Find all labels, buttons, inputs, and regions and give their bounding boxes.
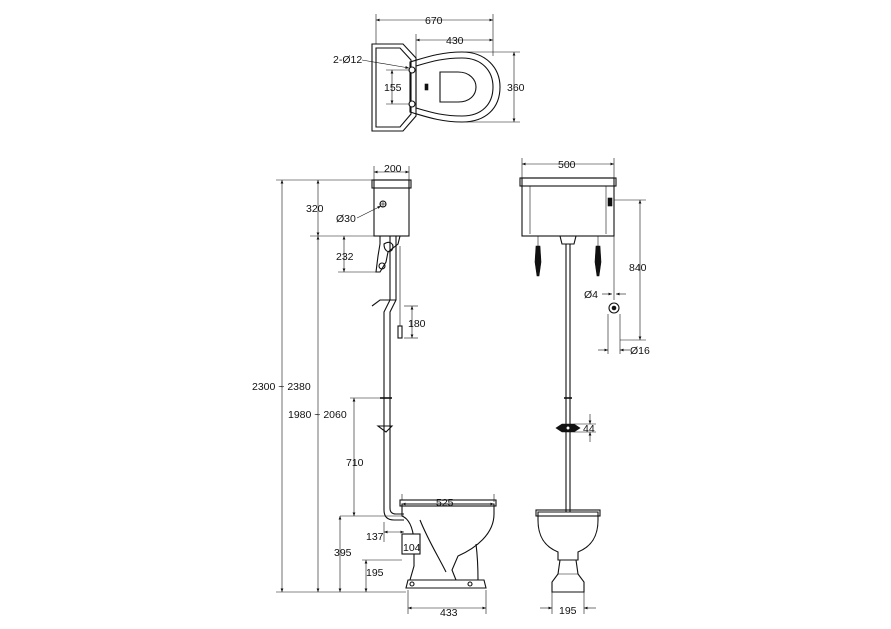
dim-chain-length: 840 — [629, 262, 647, 274]
dim-pipe-height: 710 — [346, 457, 364, 469]
side-view: 200 320 Ø30 232 180 2300 ~ 2380 1980 ~ 2… — [252, 163, 497, 619]
dim-pan-width: 430 — [446, 35, 464, 47]
dim-pan-height: 395 — [334, 547, 352, 559]
dim-total-height: 2300 ~ 2380 — [252, 381, 311, 393]
dim-handle-diameter: Ø16 — [630, 345, 650, 357]
dim-outlet-height: 195 — [366, 567, 384, 579]
front-chain-right — [594, 236, 602, 277]
dim-pan-length: 525 — [436, 497, 454, 509]
top-cistern-outline — [371, 43, 417, 132]
dim-cistern-width: 500 — [558, 159, 576, 171]
side-pan-base — [405, 579, 487, 589]
dim-hole-spacing: 155 — [384, 82, 402, 94]
front-pan — [537, 511, 599, 561]
front-chain-left — [534, 236, 542, 277]
top-view: 670 430 2-Ø12 155 360 — [333, 14, 525, 132]
dim-handle-drop: 180 — [408, 318, 426, 330]
dim-clamp-height: 44 — [583, 423, 595, 435]
label-inlet-diameter: Ø30 — [336, 213, 356, 225]
top-seat-opening — [439, 71, 477, 103]
dim-bracket-height: 232 — [336, 251, 354, 263]
dim-cistern-depth: 200 — [384, 163, 402, 175]
front-pedestal — [551, 559, 585, 593]
label-fixing-holes: 2-Ø12 — [333, 54, 362, 66]
dim-base-depth: 433 — [440, 607, 458, 619]
front-cistern — [521, 177, 615, 237]
dim-outlet-offset: 137 — [366, 531, 384, 543]
dim-cistern-height-range: 1980 ~ 2060 — [288, 409, 347, 421]
dim-outlet-diameter: 104 — [403, 542, 421, 554]
dim-overall-width: 670 — [425, 15, 443, 27]
top-pan-outline — [409, 51, 501, 123]
side-flush-pipe — [383, 236, 404, 521]
dim-base-width: 195 — [559, 605, 577, 617]
dim-depth: 360 — [507, 82, 525, 94]
side-bracket — [375, 235, 401, 273]
front-view: 500 840 Ø4 Ø16 44 195 — [519, 158, 650, 617]
dim-cistern-height: 320 — [306, 203, 324, 215]
dim-chain-diameter: Ø4 — [584, 289, 598, 301]
